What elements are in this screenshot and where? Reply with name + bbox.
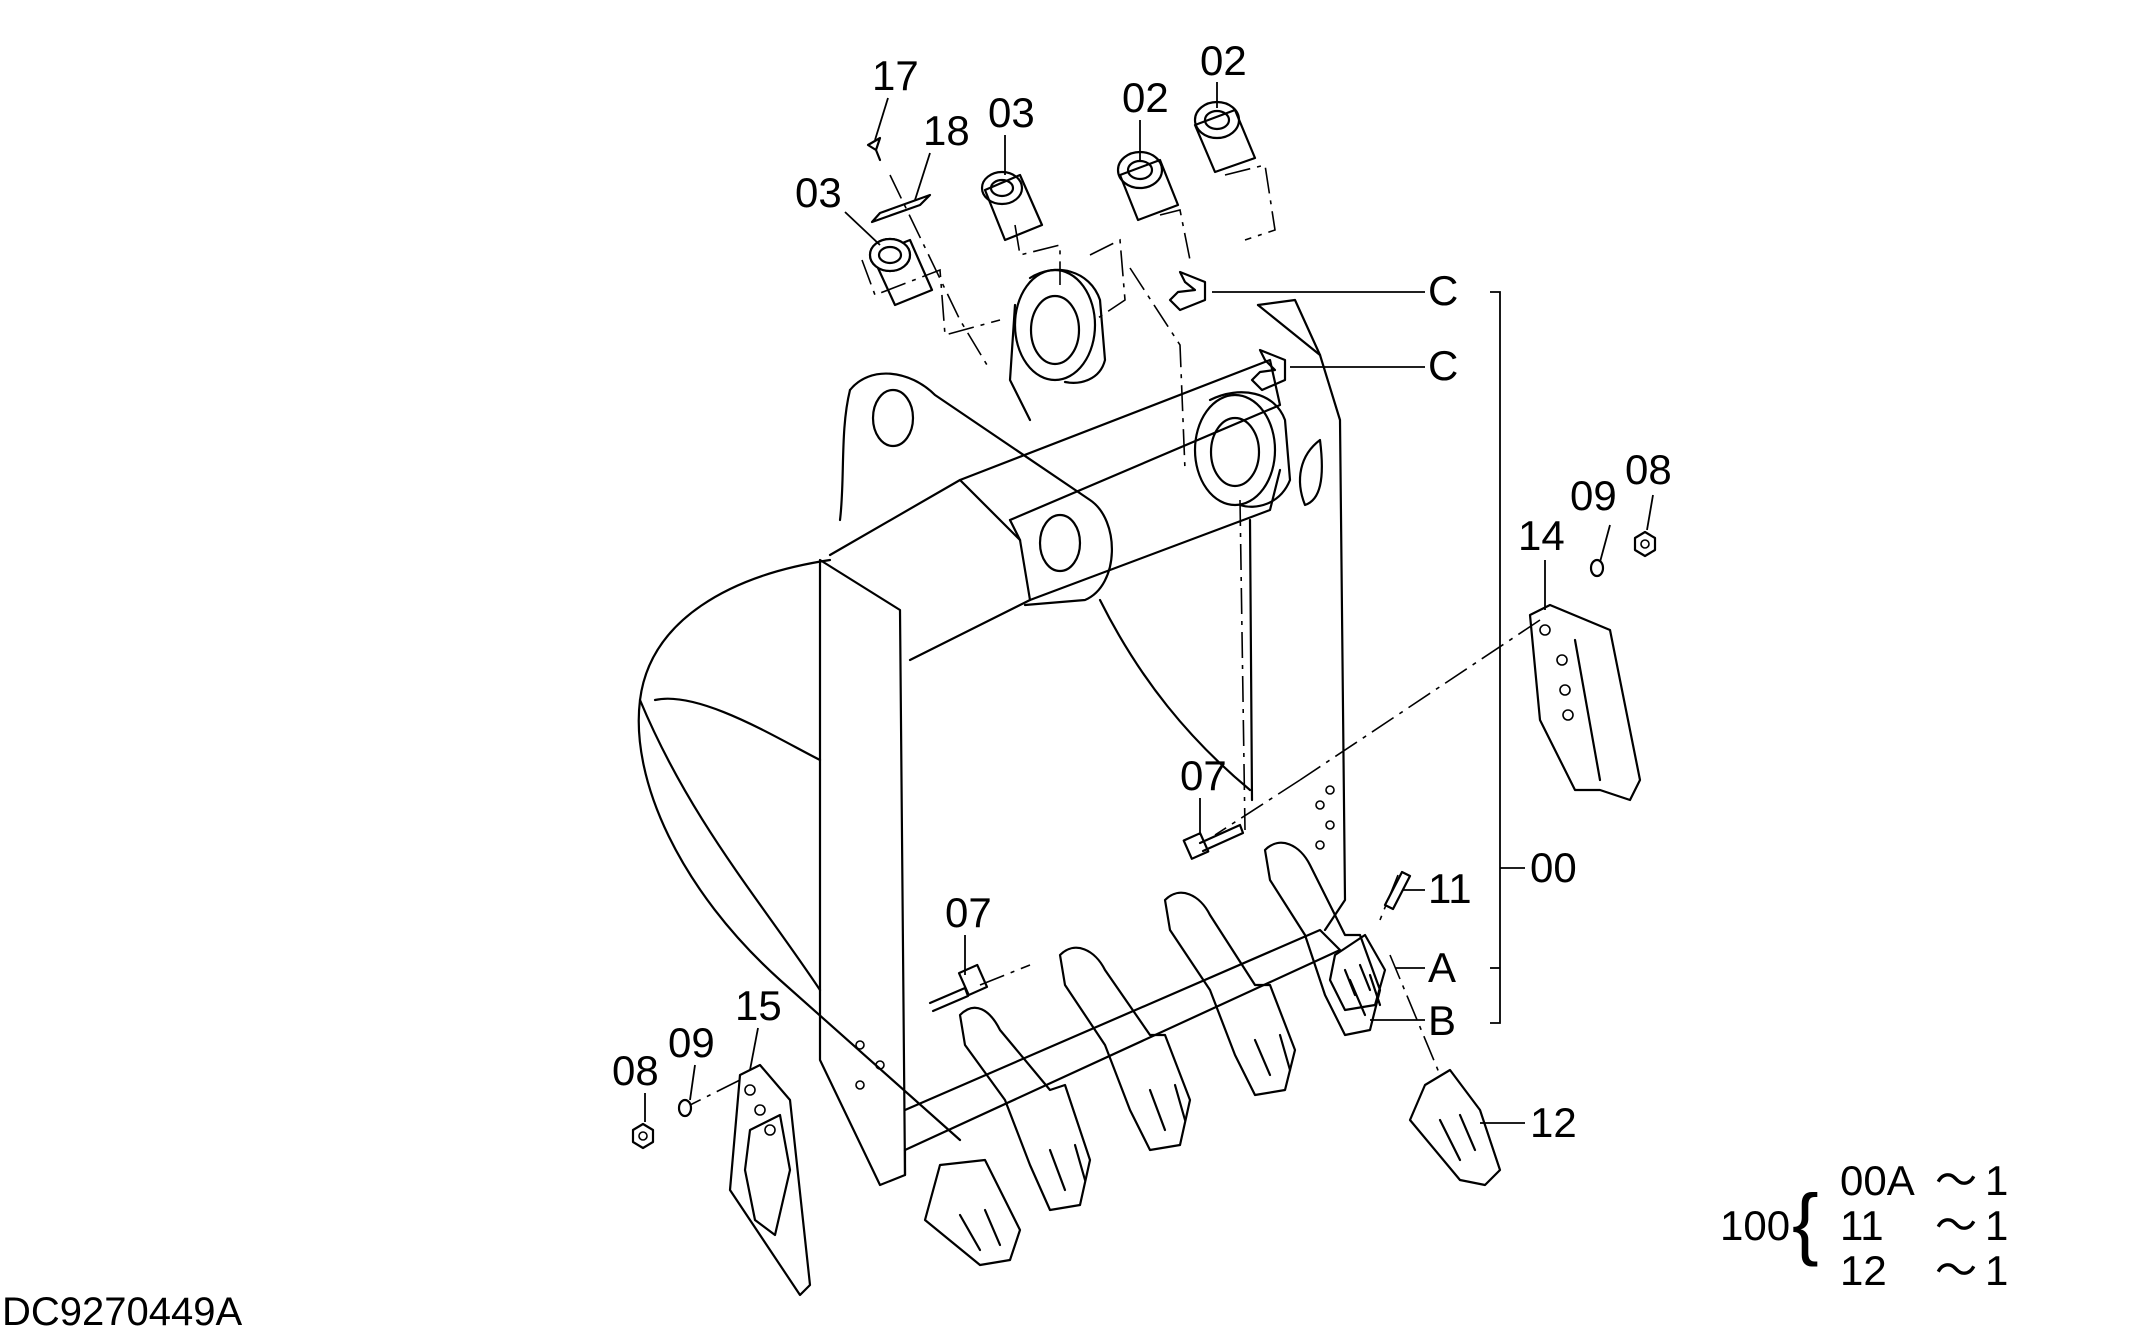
callout-C-lower: C — [1428, 342, 1458, 389]
callout-03-middle: 03 — [988, 89, 1035, 136]
callout-07-lower: 07 — [945, 889, 992, 936]
callout-07-upper: 07 — [1180, 752, 1227, 799]
callout-02-right: 02 — [1200, 37, 1247, 84]
kit-row-3-part: 12 — [1840, 1247, 1887, 1294]
kit-row-2-sep: ～ — [1935, 1202, 1977, 1249]
kit-brace: { — [1792, 1178, 1819, 1267]
callout-03-left: 03 — [795, 169, 842, 216]
kit-row-3-qty: 1 — [1985, 1247, 2008, 1294]
nuts-and-washers — [631, 530, 1657, 1150]
callout-09-right: 09 — [1570, 472, 1617, 519]
kit-row-2-part: 11 — [1840, 1202, 1884, 1249]
part-11-pin — [1383, 870, 1412, 911]
callout-B: B — [1428, 997, 1456, 1044]
callout-C-upper: C — [1428, 267, 1458, 314]
callout-18: 18 — [923, 107, 970, 154]
callout-09-left: 09 — [668, 1019, 715, 1066]
bucket-teeth-row — [923, 841, 1387, 1267]
pin-bushings — [866, 100, 1287, 392]
callout-08-right: 08 — [1625, 446, 1672, 493]
kit-number: 100 — [1720, 1202, 1790, 1249]
kit-row-1-sep: ～ — [1935, 1157, 1977, 1204]
part-15-side-cutter — [728, 1063, 812, 1297]
part-14-side-cutter — [1528, 603, 1642, 802]
kit-row-1-qty: 1 — [1985, 1157, 2008, 1204]
kit-row-2-qty: 1 — [1985, 1202, 2008, 1249]
kit-row-3-sep: ～ — [1935, 1247, 1977, 1294]
assembly-center-lines — [689, 164, 1541, 1106]
callout-14: 14 — [1518, 512, 1565, 559]
drawing-number: DC9270449A — [2, 1290, 242, 1334]
part-12-tooth — [1408, 1068, 1502, 1187]
callout-15: 15 — [735, 982, 782, 1029]
callout-08-left: 08 — [612, 1047, 659, 1094]
callout-17: 17 — [872, 52, 919, 99]
callout-labels: 17 18 03 03 02 02 C C 09 08 14 07 07 00 … — [612, 37, 1672, 1146]
callout-leaders — [644, 82, 1654, 1124]
callout-12: 12 — [1530, 1099, 1577, 1146]
kit-contents-table: 100 { 00A ～ 1 11 ～ 1 12 ～ 1 — [1720, 1157, 2008, 1294]
callout-A: A — [1428, 944, 1456, 991]
callout-02-middle: 02 — [1122, 74, 1169, 121]
kit-row-1-part: 00A — [1840, 1157, 1915, 1204]
bucket-body — [637, 268, 1347, 1187]
callout-11: 11 — [1428, 865, 1472, 912]
part-07-bolts — [928, 823, 1245, 1013]
callout-00: 00 — [1530, 844, 1577, 891]
